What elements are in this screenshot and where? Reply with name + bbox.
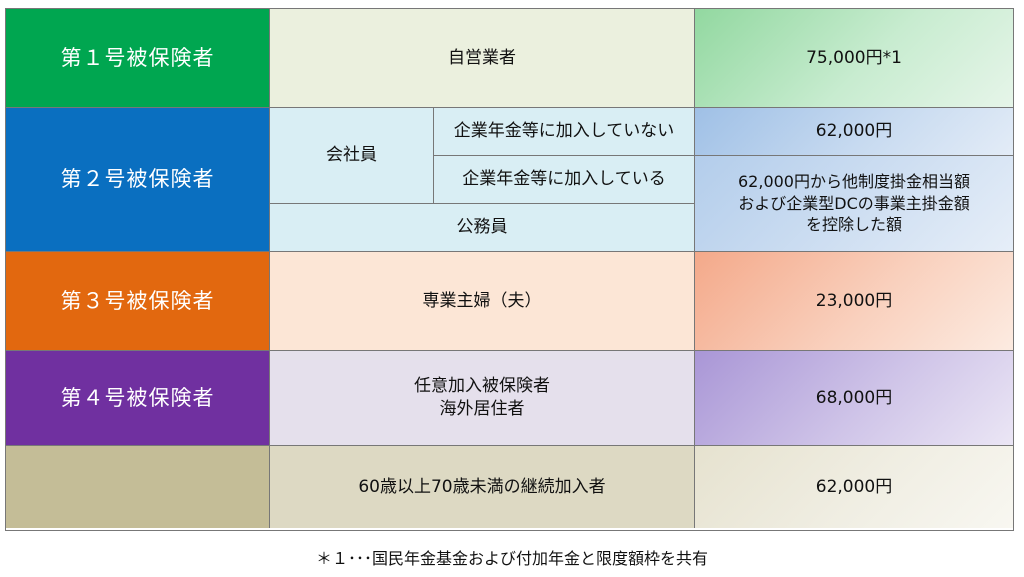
category-cell-1: 第１号被保険者 (6, 9, 270, 108)
category-cell-5 (6, 446, 270, 528)
type-cell-1: 自営業者 (270, 9, 695, 108)
type-cell-4: 任意加入被保険者 海外居住者 (270, 351, 695, 446)
contribution-limit-table: 第１号被保険者 自営業者 75,000円*1 第２号被保険者 会社員 企業年金等… (5, 8, 1014, 531)
employee-cell: 会社員 (270, 108, 434, 204)
footnote: ＊１･･･国民年金基金および付加年金と限度額枠を共有 (315, 549, 708, 568)
category-cell-4: 第４号被保険者 (6, 351, 270, 446)
category-cell-3: 第３号被保険者 (6, 252, 270, 351)
public-servant-cell: 公務員 (270, 204, 695, 252)
no-plan-cell: 企業年金等に加入していない (434, 108, 695, 156)
no-plan-amount-cell: 62,000円 (695, 108, 1013, 156)
amount-cell-4: 68,000円 (695, 351, 1013, 446)
with-plan-amount-cell: 62,000円から他制度掛金相当額 および企業型DCの事業主掛金額 を控除した額 (695, 156, 1013, 252)
amount-cell-5: 62,000円 (695, 446, 1013, 528)
amount-cell-1: 75,000円*1 (695, 9, 1013, 108)
type-cell-5: 60歳以上70歳未満の継続加入者 (270, 446, 695, 528)
category-cell-2: 第２号被保険者 (6, 108, 270, 252)
amount-cell-3: 23,000円 (695, 252, 1013, 351)
type-cell-3: 専業主婦（夫） (270, 252, 695, 351)
with-plan-cell: 企業年金等に加入している (434, 156, 695, 204)
